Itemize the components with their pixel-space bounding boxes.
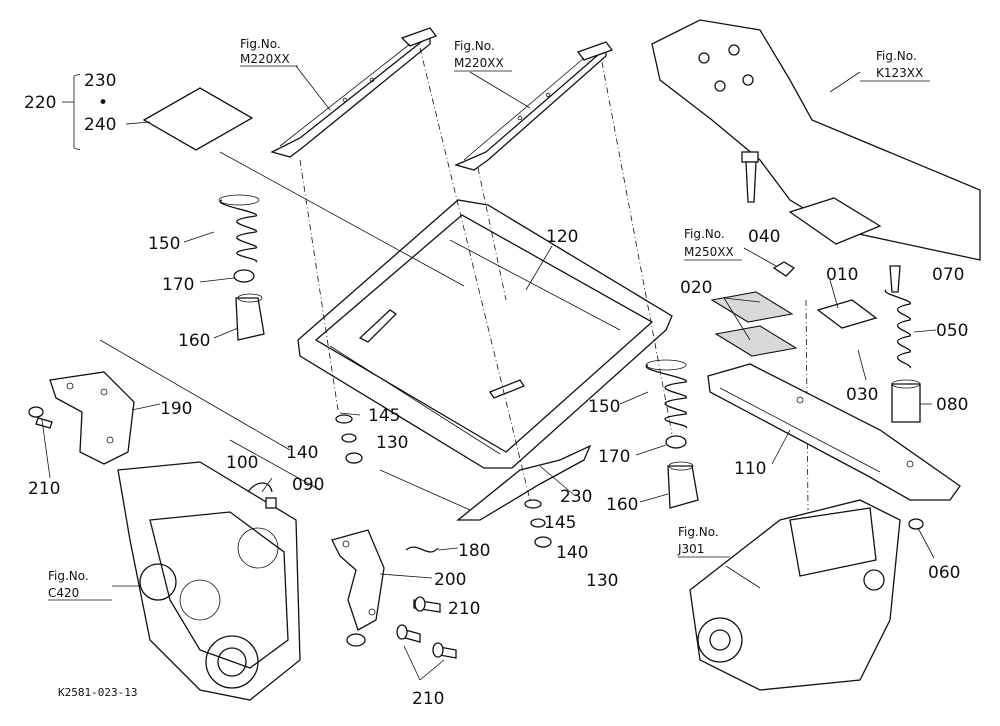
label-140-right: 140 [556, 543, 588, 563]
spring-left [218, 194, 260, 263]
label-090: 090 [292, 475, 324, 495]
svg-text:C420: C420 [48, 586, 79, 600]
part-labels: 150 170 160 120 145 140 130 190 210 100 … [28, 227, 968, 709]
diagram-code: K2581-023-13 [58, 686, 137, 699]
label-200: 200 [434, 570, 466, 590]
cross-member [651, 19, 981, 261]
front-axle-bracket [689, 499, 901, 691]
label-040: 040 [748, 227, 780, 247]
bushing-left [233, 269, 255, 283]
fig-ref-c420: Fig.No. C420 [48, 569, 112, 601]
label-030: 030 [846, 385, 878, 405]
spring-pin-180 [405, 546, 439, 553]
fig-ref-m220xx-left: Fig.No. M220XX [240, 37, 298, 67]
bracket-010 [816, 299, 878, 329]
bushing-right [665, 435, 687, 449]
svg-text:Fig.No.: Fig.No. [876, 49, 917, 63]
fig-ref-j301: Fig.No. J301 [677, 525, 730, 558]
svg-text:J301: J301 [677, 542, 704, 556]
bracket-190 [49, 371, 135, 465]
slide-lever [456, 444, 592, 521]
support-plate [707, 363, 961, 501]
svg-text:•: • [98, 93, 108, 113]
collar-080 [891, 379, 921, 423]
svg-text:M250XX: M250XX [684, 245, 734, 259]
clips-090-100 [247, 482, 277, 509]
transmission-housing [117, 461, 301, 701]
label-170-left: 170 [162, 275, 194, 295]
seat-rail-left [270, 27, 438, 158]
plates-020 [710, 291, 798, 357]
svg-text:Fig.No.: Fig.No. [48, 569, 89, 583]
svg-text:240: 240 [84, 115, 116, 135]
bolt-190 [28, 406, 53, 429]
label-070: 070 [932, 265, 964, 285]
svg-text:Fig.No.: Fig.No. [684, 227, 725, 241]
label-130-left: 130 [376, 433, 408, 453]
label-150-right: 150 [588, 397, 620, 417]
label-180: 180 [458, 541, 490, 561]
label-050: 050 [936, 321, 968, 341]
group-220: 220 230 • 240 [24, 71, 151, 151]
label-170-right: 170 [598, 447, 630, 467]
svg-text:Fig.No.: Fig.No. [240, 37, 281, 51]
bracket-200 [331, 529, 385, 631]
washer-stack-right [524, 499, 552, 548]
spring-right [645, 359, 687, 429]
seat-frame [297, 199, 673, 469]
label-210-bottom: 210 [412, 689, 444, 709]
svg-text:M220XX: M220XX [240, 52, 290, 66]
cushion-right [667, 461, 699, 509]
label-230: 230 [560, 487, 592, 507]
label-190: 190 [160, 399, 192, 419]
label-160-left: 160 [178, 331, 210, 351]
label-160-right: 160 [606, 495, 638, 515]
label-080: 080 [936, 395, 968, 415]
svg-text:K123XX: K123XX [876, 66, 923, 80]
spring-050 [884, 265, 911, 369]
seat-rail-right [454, 41, 614, 171]
label-060: 060 [928, 563, 960, 583]
label-145-left: 145 [368, 406, 400, 426]
label-130-right: 130 [586, 571, 618, 591]
label-020: 020 [680, 278, 712, 298]
fig-ref-k123xx: Fig.No. K123XX [860, 49, 930, 82]
fig-ref-m220xx-right: Fig.No. M220XX [454, 39, 512, 72]
svg-text:Fig.No.: Fig.No. [678, 525, 719, 539]
label-010: 010 [826, 265, 858, 285]
label-150-left: 150 [148, 234, 180, 254]
svg-text:M220XX: M220XX [454, 56, 504, 70]
label-140-left: 140 [286, 443, 318, 463]
label-210-mid: 210 [448, 599, 480, 619]
svg-text:230: 230 [84, 71, 116, 91]
svg-text:Fig.No.: Fig.No. [454, 39, 495, 53]
label-210-left: 210 [28, 479, 60, 499]
label-sheet [142, 87, 254, 151]
label-leaders [41, 65, 937, 681]
bolt-040 [741, 151, 796, 277]
label-145-right: 145 [544, 513, 576, 533]
nut-060 [908, 518, 924, 530]
washer-stack-left [335, 414, 363, 464]
cushion-left [235, 293, 265, 341]
label-110: 110 [734, 459, 766, 479]
label-100: 100 [226, 453, 258, 473]
fig-ref-m250xx: Fig.No. M250XX [684, 227, 742, 261]
label-120: 120 [546, 227, 578, 247]
svg-text:220: 220 [24, 93, 56, 113]
bolts-210 [346, 596, 457, 659]
